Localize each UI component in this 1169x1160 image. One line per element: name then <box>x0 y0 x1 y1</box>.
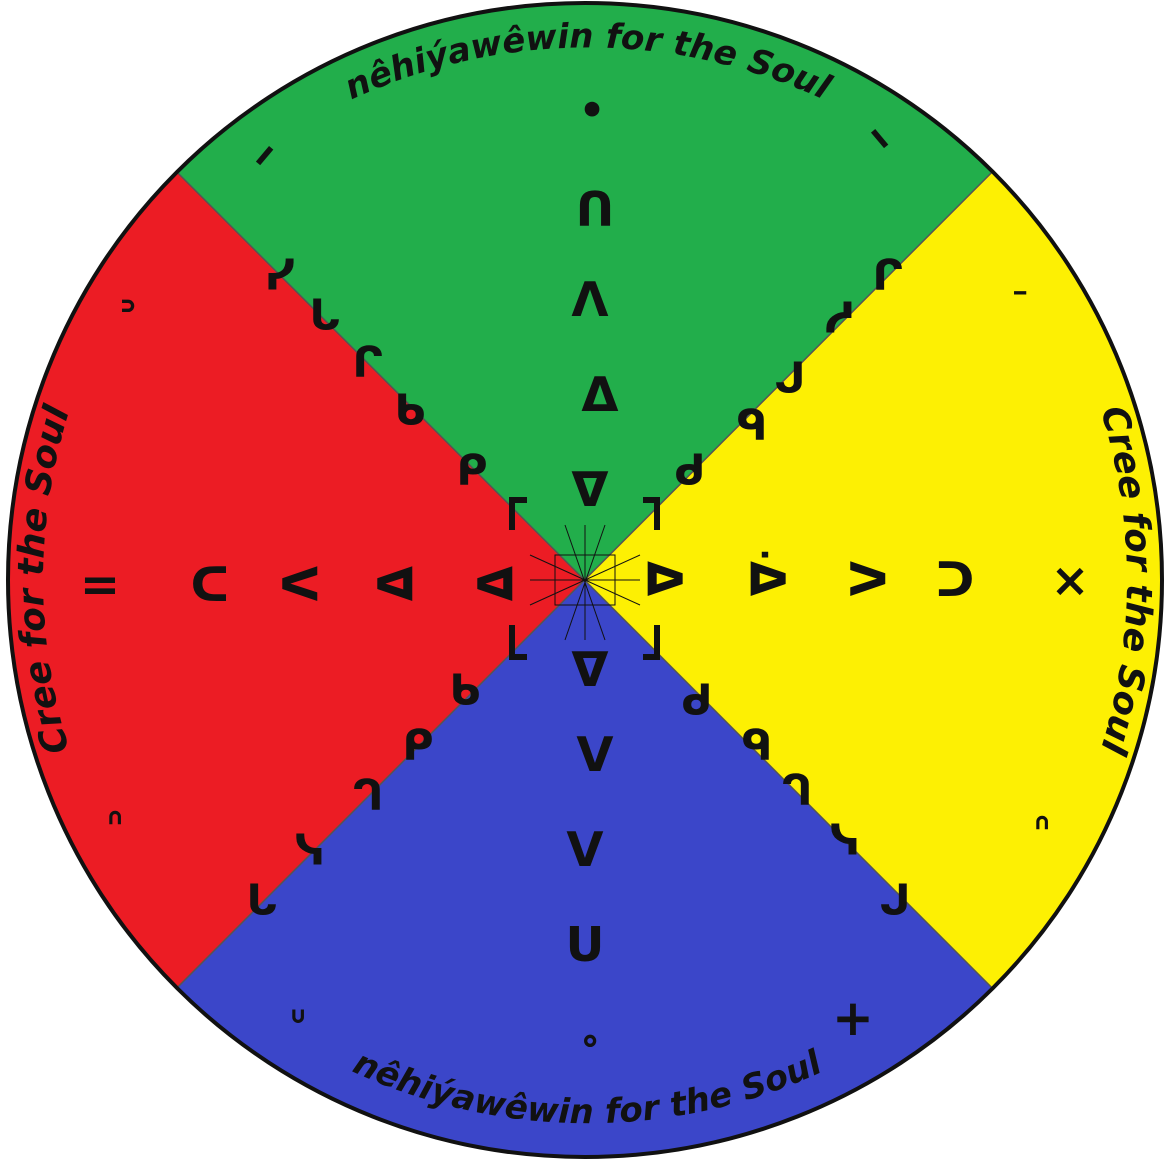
finals: ᐟ ᐠ ᐣ ᐨ ᐢ ᐢ ᐡ + <box>107 119 1051 1050</box>
syllable: ᒐ <box>246 876 277 925</box>
syllable: ᐯ <box>576 727 613 783</box>
syllable: ᐊ <box>473 557 516 613</box>
syllable: ᑭ <box>456 446 487 495</box>
final-mark: + <box>832 989 874 1047</box>
south-syllabics: ᐁ ᐯ ᐯ ᑌ ᐤ <box>566 642 614 1076</box>
syllable: ᐤ <box>581 1025 598 1076</box>
syllable: ᒋ <box>352 338 383 387</box>
syllable: ᑕ <box>190 557 229 613</box>
northeast-diagonal: ᑯ ᑫ ᒍ ᓱ ᒋ <box>674 251 903 495</box>
syllable: ᑲ <box>449 666 480 715</box>
east-quadrant <box>585 2 1163 1158</box>
syllable: ᑐ <box>935 552 974 608</box>
syllable: ᐳ <box>847 552 890 608</box>
syllable: ᐆ <box>746 551 789 608</box>
north-syllabics: ᐁ ᐃ ᐱ ᑎ • <box>571 86 618 519</box>
syllable: ᐁ <box>571 642 608 698</box>
syllable: ᒋ <box>872 251 903 300</box>
syllable: ᒉ <box>352 771 383 820</box>
final-mark: ᐢ <box>1034 806 1051 855</box>
syllable: ᑫ <box>741 721 772 770</box>
syllable: ᑌ <box>566 917 605 973</box>
syllable: ᐊ <box>373 557 416 613</box>
center-star <box>529 524 641 641</box>
final-mark: ᐠ <box>869 119 890 177</box>
west-syllabics: ᐊ ᐊ ᐸ ᑕ = <box>80 557 517 613</box>
syllable: ᐃ <box>581 367 618 423</box>
west-quadrant <box>7 2 585 1158</box>
syllable: ᐅ <box>643 552 686 608</box>
final-mark: ᐢ <box>107 801 124 850</box>
syllable: ᐯ <box>566 822 603 878</box>
center-brackets <box>509 497 660 660</box>
syllable: ᐱ <box>571 272 608 328</box>
final-mark: ᐣ <box>119 290 136 341</box>
syllable: ᒍ <box>774 354 805 403</box>
north-quadrant <box>7 2 1163 580</box>
syllable: ᑯ <box>674 446 705 495</box>
syllable: ᑫ <box>736 401 767 450</box>
southeast-diagonal: ᑯ ᑫ ᒉ ᓭ ᒍ <box>681 676 910 925</box>
syllable: ᓱ <box>825 294 856 343</box>
syllable: ᑎ <box>576 182 615 238</box>
east-syllabics: ᐅ ᐆ ᐳ ᑐ × <box>643 551 1089 608</box>
south-quadrant <box>7 580 1163 1158</box>
syllable: ᐸ <box>279 557 322 613</box>
syllable: ᒉ <box>781 766 812 815</box>
northwest-diagonal: ᑭ ᑲ ᒋ ᒐ ᓯ <box>265 251 488 495</box>
southwest-diagonal: ᑲ ᑭ ᒉ ᓭ ᒐ <box>246 666 480 925</box>
syllable: • <box>579 86 606 135</box>
final-mark: ᐡ <box>290 1001 307 1050</box>
final-mark: ᐟ <box>254 136 275 194</box>
syllable: = <box>80 557 120 613</box>
syllable: ᑯ <box>681 676 712 725</box>
syllable: ᒍ <box>879 876 910 925</box>
syllable: ᑭ <box>402 721 433 770</box>
syllable: ᒐ <box>309 291 340 340</box>
final-mark: ᐨ <box>1011 277 1028 328</box>
syllable: × <box>1051 553 1090 607</box>
syllable: ᐁ <box>571 462 608 518</box>
syllable: ᑲ <box>394 386 425 435</box>
syllable: ᓭ <box>295 826 326 875</box>
syllable: ᓯ <box>265 251 296 300</box>
syllable: ᓭ <box>830 816 861 865</box>
wheel-outline <box>6 1 1164 1159</box>
